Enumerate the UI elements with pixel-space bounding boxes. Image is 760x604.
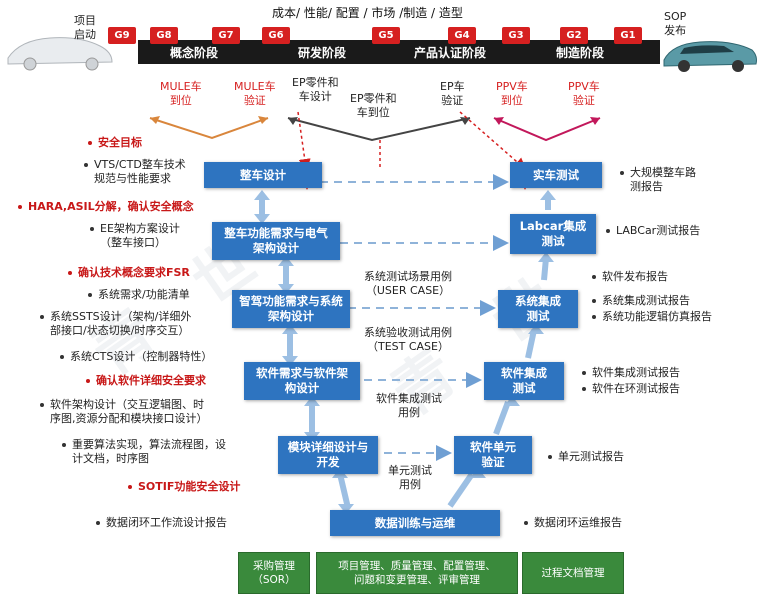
- gate-g3: G3: [502, 27, 530, 44]
- box-adas-function-arch[interactable]: 智驾功能需求与系统架构设计: [232, 290, 350, 328]
- right-sys-sim-report: 系统功能逻辑仿真报告: [592, 310, 712, 324]
- mule-v-line: [149, 117, 269, 140]
- box-vehicle-design[interactable]: 整车设计: [204, 162, 322, 188]
- right-sw-loop-report: 软件在环测试报告: [582, 382, 680, 396]
- left-sys-req: 系统需求/功能清单: [88, 288, 190, 302]
- top-title: 成本/ 性能/ 配置 / 市场 /制造 / 造型: [272, 6, 463, 20]
- box-labcar-test[interactable]: Labcar集成测试: [510, 214, 596, 254]
- label-sys-scene-usecase: 系统测试场景用例（USER CASE）: [364, 270, 452, 297]
- gate-g5: G5: [372, 27, 400, 44]
- left-sw-safety: 确认软件详细安全要求: [86, 374, 206, 388]
- right-road-test: 大规模整车路 测报告: [620, 166, 696, 194]
- milestone-mule-verify: MULE车验证: [234, 80, 276, 107]
- milestone-ep-parts-design: EP零件和车设计: [292, 76, 339, 103]
- milestone-mule-arrive: MULE车到位: [160, 80, 202, 107]
- production-car-icon: [663, 41, 757, 72]
- green-procurement-line1: 采购管理: [253, 560, 295, 572]
- box-labcar-test-text: Labcar集成测试: [519, 219, 587, 248]
- left-safety-goal: 安全目标: [88, 136, 142, 150]
- box-module-design-dev-text: 模块详细设计与开发: [287, 440, 369, 469]
- box-data-training-ops[interactable]: 数据训练与运维: [330, 510, 500, 536]
- label-unit-testcase: 单元测试用例: [388, 464, 432, 491]
- milestone-ppv-arrive: PPV车到位: [496, 80, 528, 107]
- green-procurement[interactable]: 采购管理 （SOR）: [238, 552, 310, 594]
- box-module-design-dev[interactable]: 模块详细设计与开发: [278, 436, 378, 474]
- box-sw-req-arch[interactable]: 软件需求与软件架构设计: [244, 362, 360, 400]
- milestone-ep-verify: EP车验证: [440, 80, 465, 107]
- box-system-integration-test[interactable]: 系统集成测试: [498, 290, 578, 328]
- phase-certification: 产品认证阶段: [414, 46, 487, 60]
- label-sys-accept-testcase: 系统验收测试用例（TEST CASE）: [364, 326, 452, 353]
- green-process-docs[interactable]: 过程文档管理: [522, 552, 624, 594]
- box-vehicle-test[interactable]: 实车测试: [510, 162, 602, 188]
- ep-v-line: [287, 117, 471, 142]
- left-algo: 重要算法实现，算法流程图，设 计文档，时序图: [62, 438, 226, 466]
- phase-bar: [138, 40, 660, 64]
- gate-g6: G6: [262, 27, 290, 44]
- left-vts-ctd: VTS/CTD整车技术 规范与性能要求: [84, 158, 186, 186]
- gate-g4: G4: [448, 27, 476, 44]
- right-data-ops-report: 数据闭环运维报告: [524, 516, 622, 530]
- box-vehicle-function-ee[interactable]: 整车功能需求与电气架构设计: [212, 222, 340, 260]
- box-sw-unit-verify-text: 软件单元验证: [470, 440, 516, 469]
- milestone-ppv-verify: PPV车验证: [568, 80, 600, 107]
- left-fsr: 确认技术概念要求FSR: [68, 266, 190, 280]
- left-data-loop: 数据闭环工作流设计报告: [96, 516, 227, 530]
- box-vehicle-function-ee-text: 整车功能需求与电气架构设计: [224, 226, 328, 255]
- green-procurement-line2: （SOR）: [252, 574, 296, 586]
- right-unit-report: 单元测试报告: [548, 450, 624, 464]
- box-sw-unit-verify[interactable]: 软件单元验证: [454, 436, 532, 474]
- left-ssts: 系统SSTS设计（架构/详细外 部接口/状态切换/时序交互）: [40, 310, 191, 338]
- label-sw-int-testcase: 软件集成测试用例: [376, 392, 442, 419]
- left-ee-arch: EE架构方案设计 （整车接口）: [90, 222, 180, 250]
- green-project-management-line2: 问题和变更管理、评审管理: [354, 574, 480, 586]
- box-sw-integration-test-text: 软件集成测试: [501, 366, 547, 395]
- concept-car-icon: [7, 37, 113, 71]
- right-sw-int-report: 软件集成测试报告: [582, 366, 680, 380]
- gate-g8: G8: [150, 27, 178, 44]
- green-project-management[interactable]: 项目管理、质量管理、配置管理、 问题和变更管理、评审管理: [316, 552, 518, 594]
- left-cts: 系统CTS设计（控制器特性）: [60, 350, 212, 364]
- right-sw-release: 软件发布报告: [592, 270, 668, 284]
- phase-concept: 概念阶段: [170, 46, 219, 60]
- left-sw-arch: 软件架构设计（交互逻辑图、时 序图,资源分配和模块接口设计）: [40, 398, 208, 426]
- box-adas-function-arch-text: 智驾功能需求与系统架构设计: [239, 294, 343, 323]
- phase-development: 研发阶段: [298, 46, 347, 60]
- green-project-management-line1: 项目管理、质量管理、配置管理、: [338, 560, 496, 572]
- box-sw-integration-test[interactable]: 软件集成测试: [484, 362, 564, 400]
- right-sys-int-report: 系统集成测试报告: [592, 294, 690, 308]
- box-system-integration-test-text: 系统集成测试: [515, 294, 561, 323]
- left-hara: HARA,ASIL分解，确认安全概念: [18, 200, 194, 214]
- gate-g1: G1: [614, 27, 642, 44]
- milestone-ep-parts-arrive: EP零件和车到位: [350, 92, 397, 119]
- left-sotif: SOTIF功能安全设计: [128, 480, 240, 494]
- box-sw-req-arch-text: 软件需求与软件架构设计: [256, 366, 348, 395]
- green-process-docs-line1: 过程文档管理: [541, 567, 605, 579]
- ppv-v-line: [493, 117, 601, 142]
- gate-g9: G9: [108, 27, 136, 44]
- right-labcar-report: LABCar测试报告: [606, 224, 700, 238]
- gate-g2: G2: [560, 27, 588, 44]
- phase-manufacturing: 制造阶段: [556, 46, 605, 60]
- project-start-label: 项目启动: [74, 14, 96, 41]
- gate-g7: G7: [212, 27, 240, 44]
